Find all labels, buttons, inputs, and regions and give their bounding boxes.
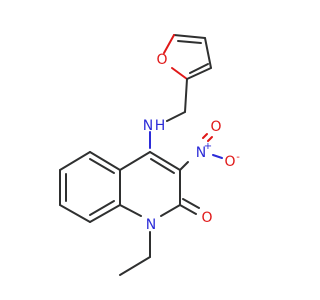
molecule-canvas: O N H N + O O - N O	[59, 34, 241, 276]
bond-c4a-c5-inner	[89, 158, 115, 174]
furan-bond-o-c2	[171, 67, 188, 80]
bond-nitro-o-top-inner	[202, 133, 208, 139]
nitro-plus-charge: +	[204, 141, 212, 152]
nitro-nitrogen-label: N	[196, 145, 206, 161]
bond-c2-carbonyl-inner	[182, 198, 200, 209]
nitro-minus-charge: -	[236, 152, 240, 163]
bond-c4a-c5	[89, 151, 121, 171]
bond-ch2-nh	[166, 111, 186, 122]
furan-bond-c2-c3-inner	[189, 63, 209, 74]
bond-c4-c3-inner	[150, 158, 175, 174]
ring-nitrogen-label: N	[146, 217, 156, 233]
bond-c8-c8a-inner	[89, 200, 115, 216]
bond-c3-nitro	[179, 161, 189, 171]
bond-n1-c8a	[119, 204, 142, 217]
nitro-oxygen-right-label: O	[224, 154, 235, 170]
furan-bond-c5-o	[163, 34, 175, 54]
furan-bond-c3-c4	[204, 37, 212, 69]
amine-nitrogen-label: N	[143, 118, 153, 134]
bond-c2-carbonyl	[179, 204, 197, 215]
furan-bond-c4-c5	[173, 34, 206, 39]
furan-ring	[163, 34, 212, 80]
bond-c5-c6	[59, 151, 91, 171]
bond-c8-c8a	[89, 204, 121, 223]
bond-furan-ch2	[184, 78, 188, 113]
bond-c4-c3	[149, 151, 181, 171]
carbonyl-oxygen-label: O	[201, 210, 212, 226]
bond-c2-n1	[160, 204, 181, 217]
amine-hydrogen-label: H	[155, 118, 166, 134]
bond-nitro-o-top	[207, 136, 213, 142]
bond-c7-c8	[59, 204, 91, 223]
nitro-oxygen-top-label: O	[210, 119, 221, 135]
bond-c4a-c4	[119, 151, 151, 171]
pyridinone-ring	[119, 151, 181, 217]
furan-bond-c2-c3	[186, 67, 212, 80]
benzene-ring	[59, 151, 121, 223]
molecule-structure: O N H N + O O - N O	[59, 34, 240, 276]
furan-bond-c4-c5-inner	[177, 40, 202, 44]
furan-oxygen-label: O	[156, 52, 167, 68]
bond-ethyl	[119, 256, 151, 276]
bond-nitro-o-right	[212, 154, 223, 159]
